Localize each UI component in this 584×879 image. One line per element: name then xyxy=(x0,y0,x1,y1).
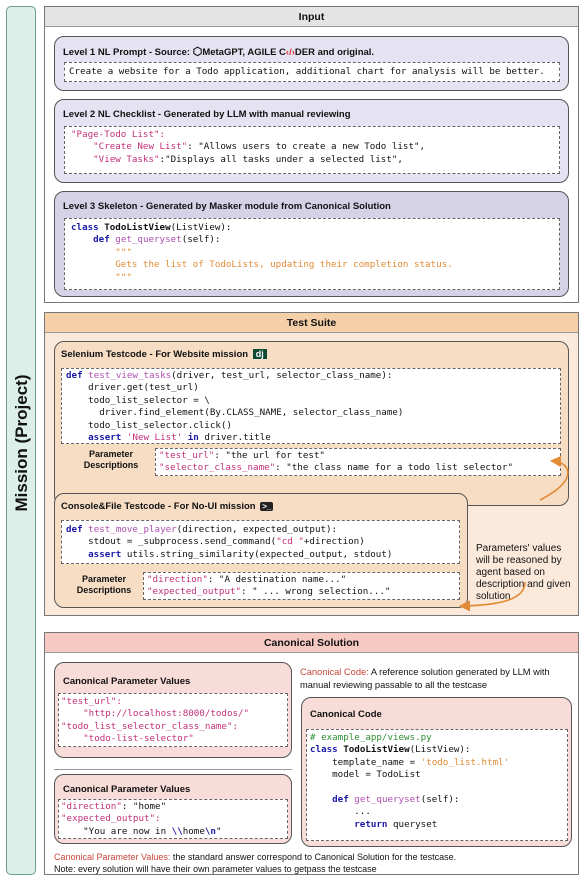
selenium-param-label: Parameter Descriptions xyxy=(83,449,139,470)
canonical-footer-line2: Note: every solution will have their own… xyxy=(54,863,377,874)
level3-box: Level 3 Skeleton - Generated by Masker m… xyxy=(54,191,569,297)
agile-coder-icon: ‹/› xyxy=(285,47,295,58)
mission-sidebar: Mission (Project) xyxy=(6,6,36,875)
selenium-param-descriptions: "test_url": "the url for test" "selector… xyxy=(155,448,561,476)
selenium-title: Selenium Testcode - For Website mission … xyxy=(61,349,267,360)
console-param-label: Parameter Descriptions xyxy=(76,574,132,595)
mission-label: Mission (Project) xyxy=(12,374,31,512)
canonical-footer: Canonical Parameter Values: the standard… xyxy=(54,852,576,875)
canonical-header: Canonical Solution xyxy=(45,633,578,653)
test-suite-panel: Test Suite Selenium Testcode - For Websi… xyxy=(44,312,579,616)
param-values-title-2: Canonical Parameter Values xyxy=(63,784,191,795)
canonical-code-description: Canonical Code: A reference solution gen… xyxy=(300,667,550,690)
param-values-box-1: Canonical Parameter Values "test_url": "… xyxy=(54,662,292,758)
test-suite-header: Test Suite xyxy=(45,313,578,333)
django-icon: dj xyxy=(252,349,267,359)
canonical-code-box: Canonical Code # example_app/views.py cl… xyxy=(301,697,572,847)
level2-checklist: "Page-Todo List": "Create New List": "Al… xyxy=(64,126,560,174)
param-values-1: "test_url": "http://localhost:8000/todos… xyxy=(58,693,288,747)
level1-box: Level 1 NL Prompt - Source: ⬡MetaGPT, AG… xyxy=(54,36,569,91)
reasoning-note: Parameters' values will be reasoned by a… xyxy=(476,543,571,602)
console-box: Console&File Testcode - For No-UI missio… xyxy=(54,493,468,608)
param-values-title-1: Canonical Parameter Values xyxy=(63,676,191,687)
input-header: Input xyxy=(45,7,578,27)
terminal-icon: >_ xyxy=(260,502,274,511)
level3-skeleton: class TodoListView(ListView): def get_qu… xyxy=(64,218,560,290)
param-values-box-2: Canonical Parameter Values "direction": … xyxy=(54,774,292,844)
level3-title: Level 3 Skeleton - Generated by Masker m… xyxy=(63,201,391,212)
level2-box: Level 2 NL Checklist - Generated by LLM … xyxy=(54,99,569,183)
level2-title: Level 2 NL Checklist - Generated by LLM … xyxy=(63,109,351,120)
console-param-descriptions: "direction": "A destination name..." "ex… xyxy=(143,572,460,600)
metagpt-name: MetaGPT, xyxy=(202,47,246,58)
param-values-divider xyxy=(54,769,292,770)
input-panel: Input Level 1 NL Prompt - Source: ⬡MetaG… xyxy=(44,6,579,303)
param-values-2: "direction": "home" "expected_output": "… xyxy=(58,799,288,839)
console-code: def test_move_player(direction, expected… xyxy=(61,520,460,564)
canonical-footer-line1: Canonical Parameter Values: the standard… xyxy=(54,852,457,862)
level1-title: Level 1 NL Prompt - Source: ⬡MetaGPT, AG… xyxy=(63,46,375,58)
console-title: Console&File Testcode - For No-UI missio… xyxy=(61,501,274,512)
level1-prompt: Create a website for a Todo application,… xyxy=(64,62,560,82)
canonical-panel: Canonical Solution Canonical Parameter V… xyxy=(44,632,579,875)
selenium-code: def test_view_tasks(driver, test_url, se… xyxy=(61,368,561,444)
metagpt-icon: ⬡ xyxy=(192,46,203,58)
canonical-code-title: Canonical Code xyxy=(310,709,382,720)
canonical-code: # example_app/views.py class TodoListVie… xyxy=(306,729,568,841)
selenium-box: Selenium Testcode - For Website mission … xyxy=(54,341,569,506)
